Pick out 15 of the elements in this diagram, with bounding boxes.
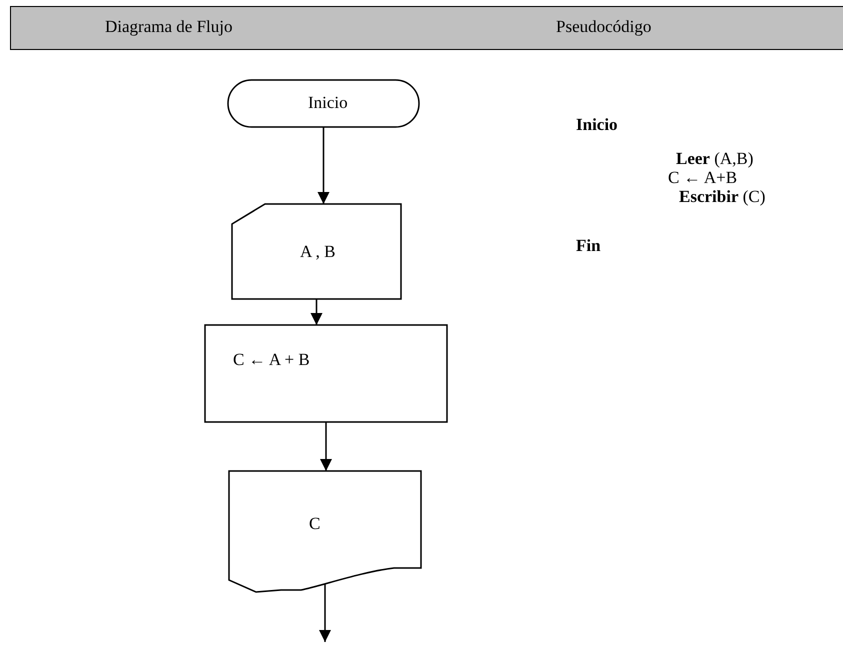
pseudocode-line: C ← A+B [668, 168, 738, 188]
arrow [319, 584, 331, 642]
pseudocode-line: Fin [576, 236, 601, 256]
pseudocode-line: Leer (A,B) [676, 149, 754, 169]
column-heading: Diagrama de Flujo [105, 17, 232, 37]
column-heading: Pseudocódigo [556, 17, 652, 37]
arrow [320, 422, 332, 471]
arrow [318, 127, 330, 204]
arrow [310, 299, 322, 325]
pseudocode-line: Escribir (C) [679, 187, 766, 207]
node-text: Inicio [308, 93, 348, 113]
pseudocode-line: Inicio [576, 115, 618, 135]
node-text: A , B [300, 242, 336, 262]
node-text: C [309, 514, 320, 534]
node-text: C ← A + B [233, 350, 310, 370]
